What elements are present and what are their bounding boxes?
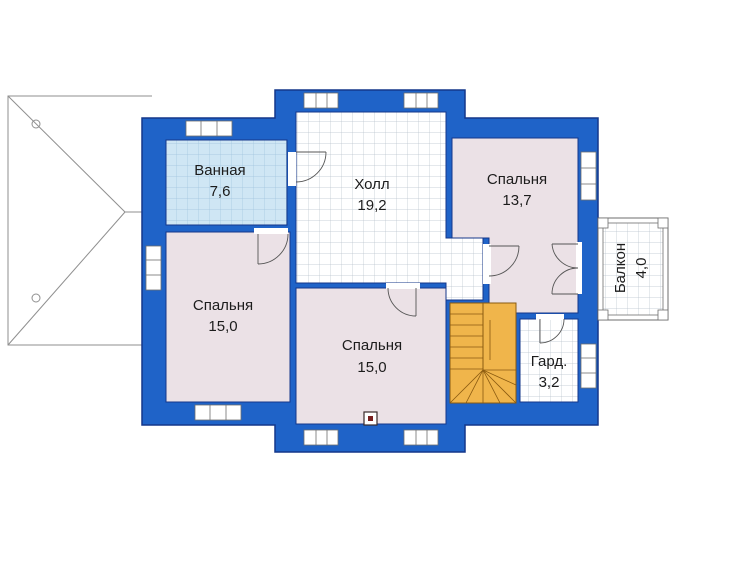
window [194, 404, 242, 421]
door-bedroom-ne [483, 244, 520, 284]
room-area: 15,0 [208, 318, 237, 335]
balcony [597, 217, 669, 321]
room-name: Ванная [194, 162, 245, 179]
windows [145, 92, 597, 446]
window [145, 245, 162, 291]
room-area: 7,6 [210, 183, 231, 200]
window [303, 92, 339, 109]
stairs [449, 302, 517, 404]
room-area: 4,0 [633, 258, 650, 279]
room-name: Холл [354, 176, 389, 193]
door-bedroom-w [254, 228, 289, 265]
room-name: Гард. [531, 353, 568, 370]
window [580, 343, 597, 389]
roof-vent-icon [31, 119, 41, 129]
room-name: Балкон [612, 243, 629, 293]
window [303, 429, 339, 446]
room-area: 19,2 [357, 197, 386, 214]
doors [254, 151, 582, 344]
room-bath [165, 139, 288, 226]
window [403, 92, 439, 109]
room-hall [295, 111, 484, 301]
door-wardrobe [536, 314, 565, 344]
room-bedroom-c [295, 287, 447, 425]
roof-vent-icon [31, 293, 41, 303]
door-bedroom-c [386, 283, 420, 317]
window [403, 429, 439, 446]
door-balcony [551, 242, 582, 295]
chimney-icon [363, 411, 378, 426]
room-area: 15,0 [357, 359, 386, 376]
labels: Ванная 7,6 Холл 19,2 Спальня 13,7 Спальн… [193, 162, 650, 391]
room-name: Спальня [342, 337, 402, 354]
room-bedroom-w [165, 231, 291, 403]
room-name: Спальня [487, 171, 547, 188]
room-area: 3,2 [539, 374, 560, 391]
window [580, 151, 597, 201]
room-area: 13,7 [502, 192, 531, 209]
roof-outline [7, 95, 152, 346]
window [185, 120, 233, 137]
room-wardrobe [519, 318, 579, 403]
door-bath [288, 151, 327, 186]
room-name: Спальня [193, 297, 253, 314]
